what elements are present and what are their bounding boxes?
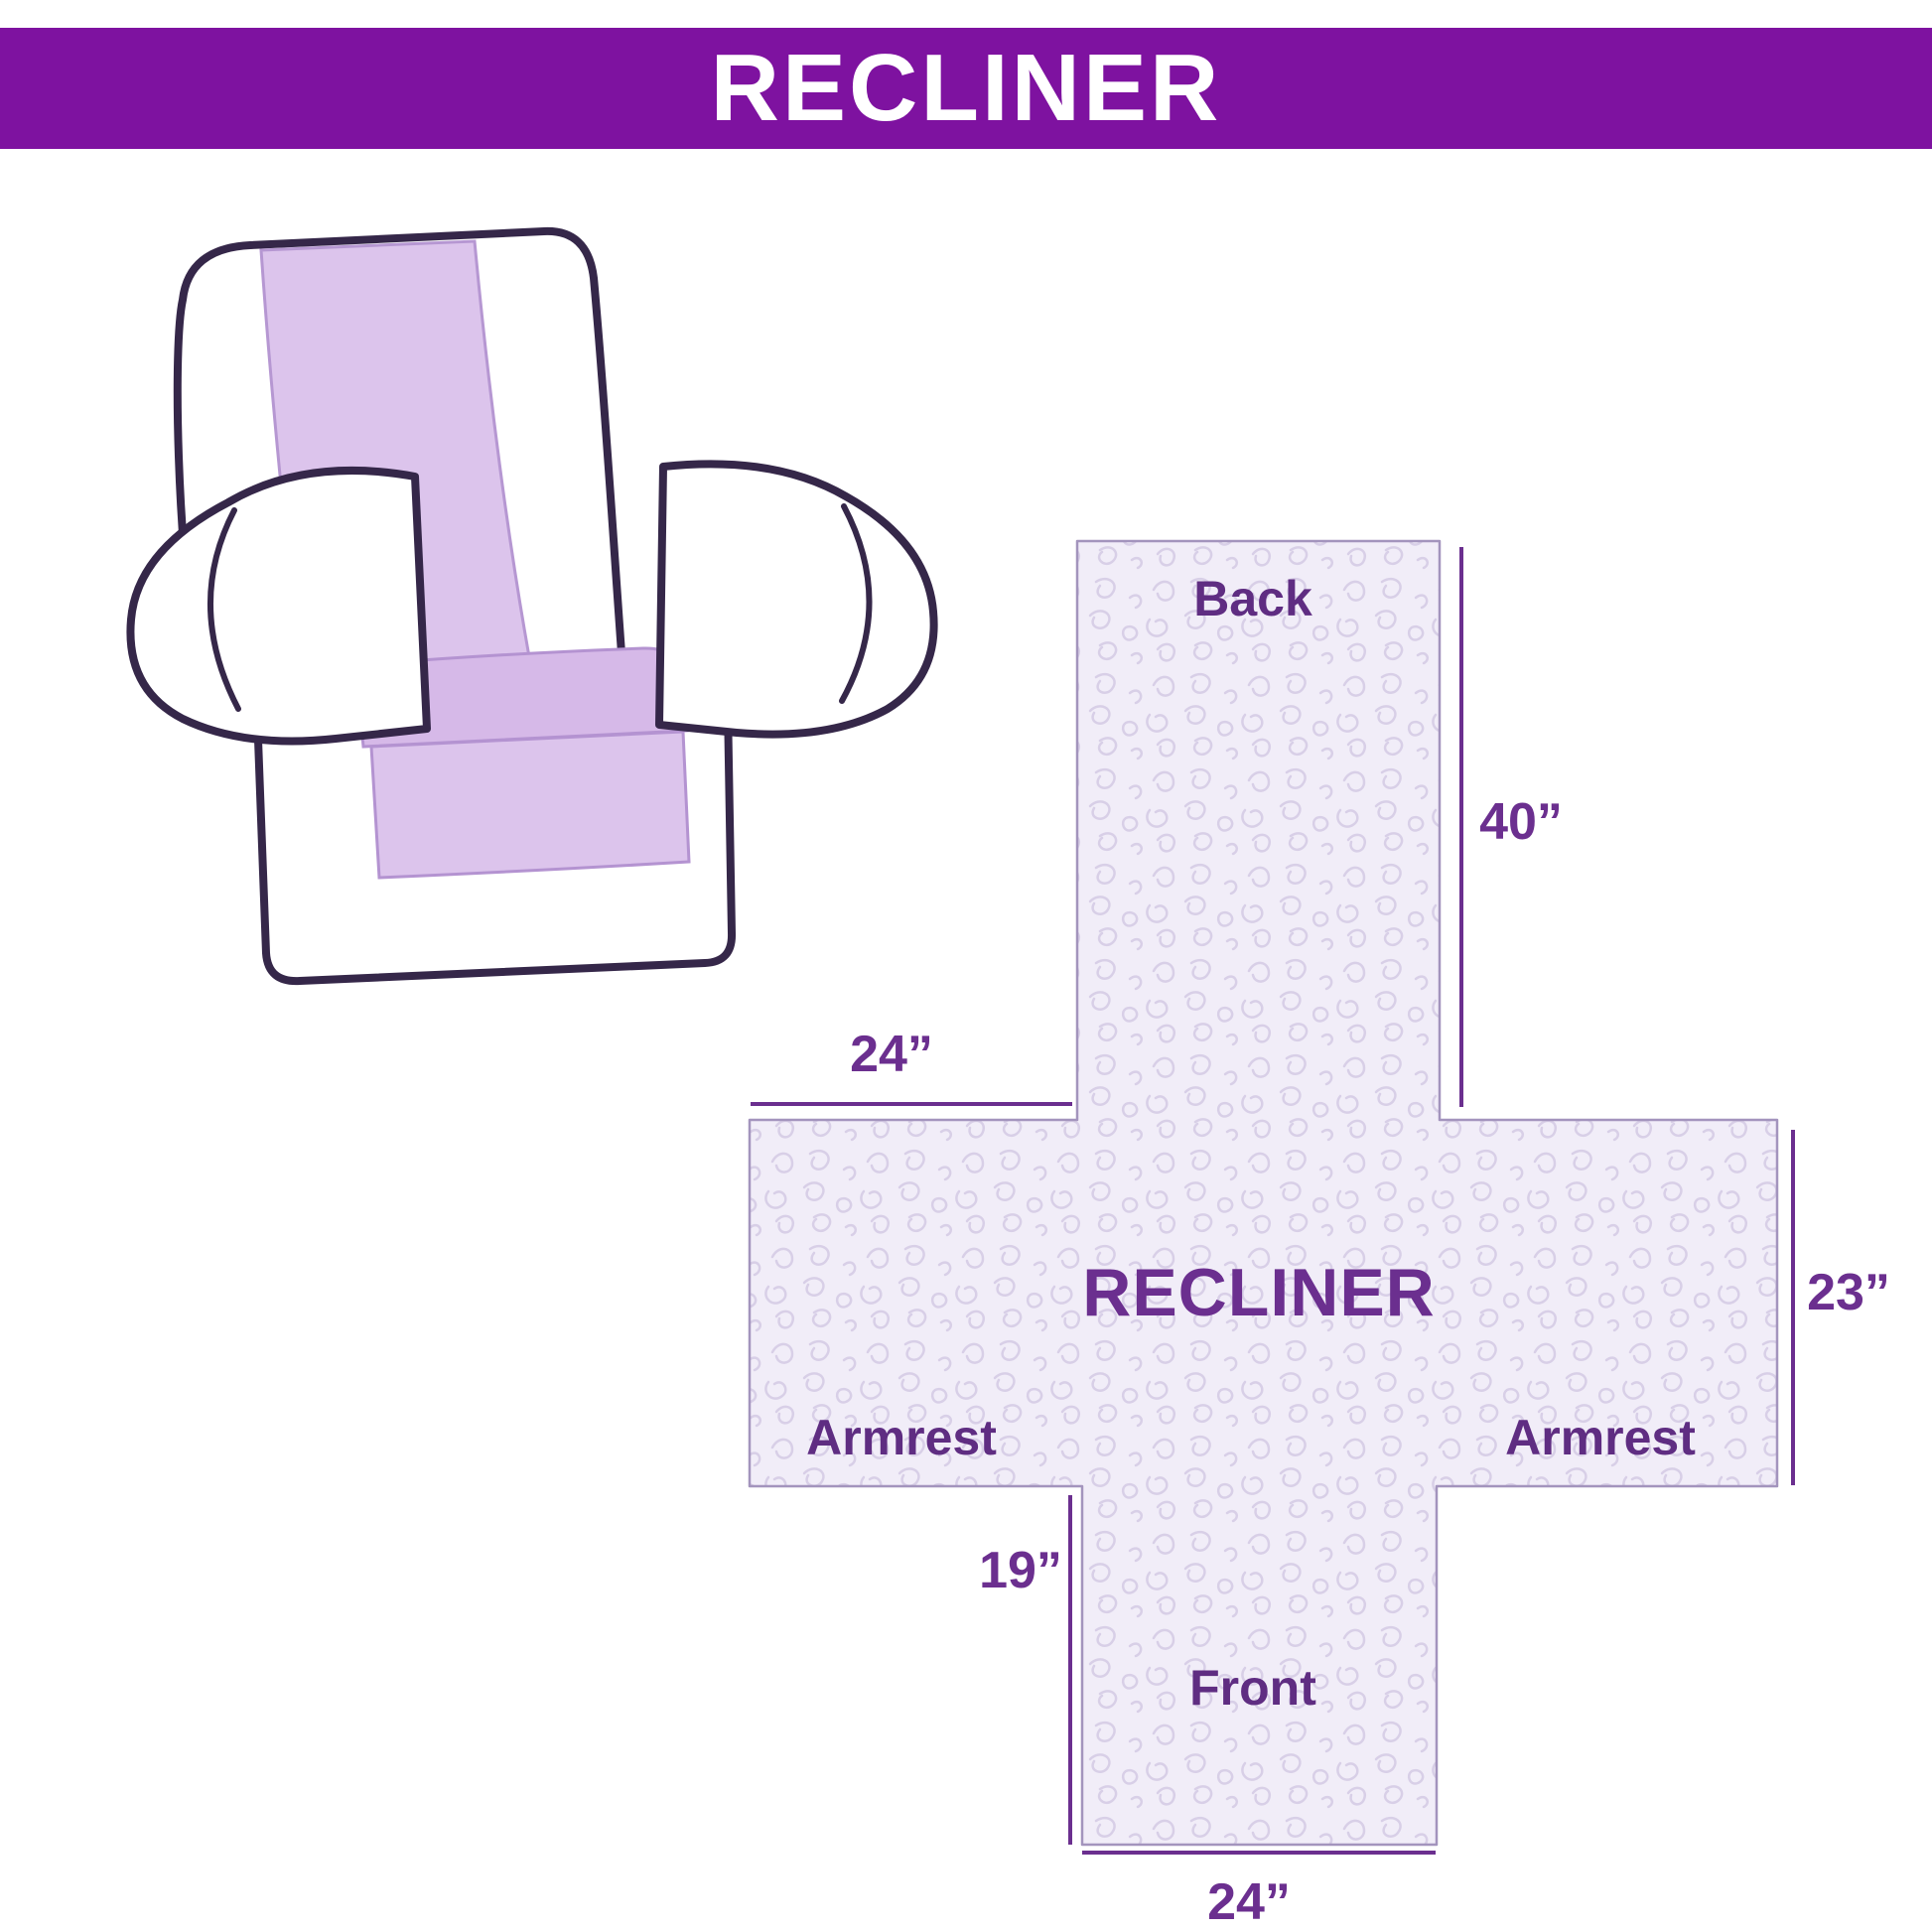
label-armrest-right: Armrest bbox=[1505, 1410, 1696, 1465]
chair-illustration bbox=[126, 226, 938, 986]
label-back-section: Back bbox=[1193, 571, 1312, 626]
dim-label-front-panel-height: 19” bbox=[979, 1542, 1062, 1599]
dim-label-armrest-height: 23” bbox=[1807, 1264, 1890, 1321]
label-armrest-left: Armrest bbox=[806, 1410, 997, 1465]
dim-label-back-height: 40” bbox=[1479, 793, 1563, 851]
label-center-recliner: RECLINER bbox=[1082, 1255, 1436, 1330]
header-title: RECLINER bbox=[710, 35, 1222, 141]
cover-front-flap bbox=[369, 730, 691, 880]
cover-layout-shape bbox=[748, 539, 1779, 1847]
dim-label-front-width: 24” bbox=[1207, 1873, 1291, 1931]
dim-label-top-width: 24” bbox=[850, 1026, 933, 1083]
header-banner: RECLINER bbox=[0, 28, 1932, 149]
label-front-section: Front bbox=[1189, 1660, 1316, 1716]
